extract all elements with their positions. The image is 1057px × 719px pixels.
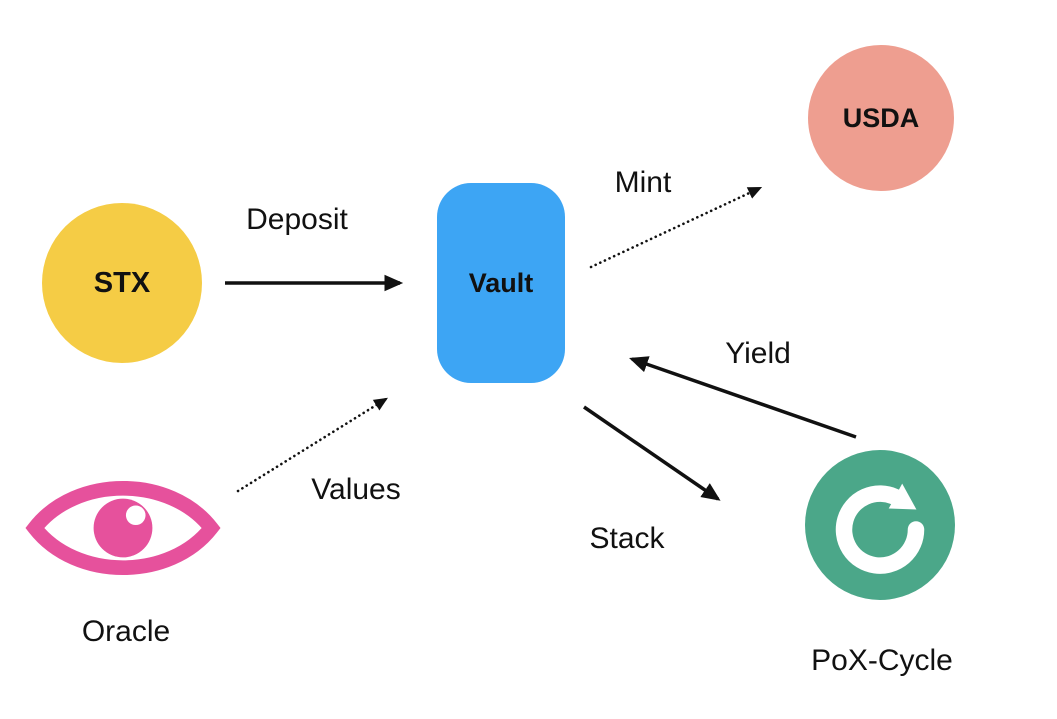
cycle-icon-background xyxy=(805,450,955,600)
node-label-usda: USDA xyxy=(842,102,920,133)
edge-label-values: Values xyxy=(311,473,401,506)
yield-arrow xyxy=(629,356,857,439)
stack-arrow xyxy=(583,405,721,501)
values-arrow xyxy=(236,397,388,493)
eye-pupil xyxy=(93,498,153,558)
cycle-icon xyxy=(805,450,955,600)
node-vault: Vault xyxy=(437,183,565,383)
node-usda: USDA xyxy=(808,45,954,191)
cycle-arrow-head xyxy=(888,483,917,510)
edge-label-deposit: Deposit xyxy=(246,203,348,236)
node-label-stx: STX xyxy=(93,266,151,299)
mint-arrow xyxy=(589,186,763,269)
node-label-oracle: Oracle xyxy=(81,615,171,648)
eye-outline xyxy=(25,480,221,576)
edge-label-stack: Stack xyxy=(589,522,665,555)
node-stx: STX xyxy=(42,203,202,363)
cycle-arrow-arc xyxy=(835,485,925,574)
node-label-vault: Vault xyxy=(468,267,534,298)
eye-icon xyxy=(25,480,221,576)
edge-label-yield: Yield xyxy=(725,337,791,370)
eye-highlight xyxy=(125,505,146,526)
node-label-pox-cycle: PoX-Cycle xyxy=(811,644,953,677)
edge-label-mint: Mint xyxy=(614,166,672,199)
